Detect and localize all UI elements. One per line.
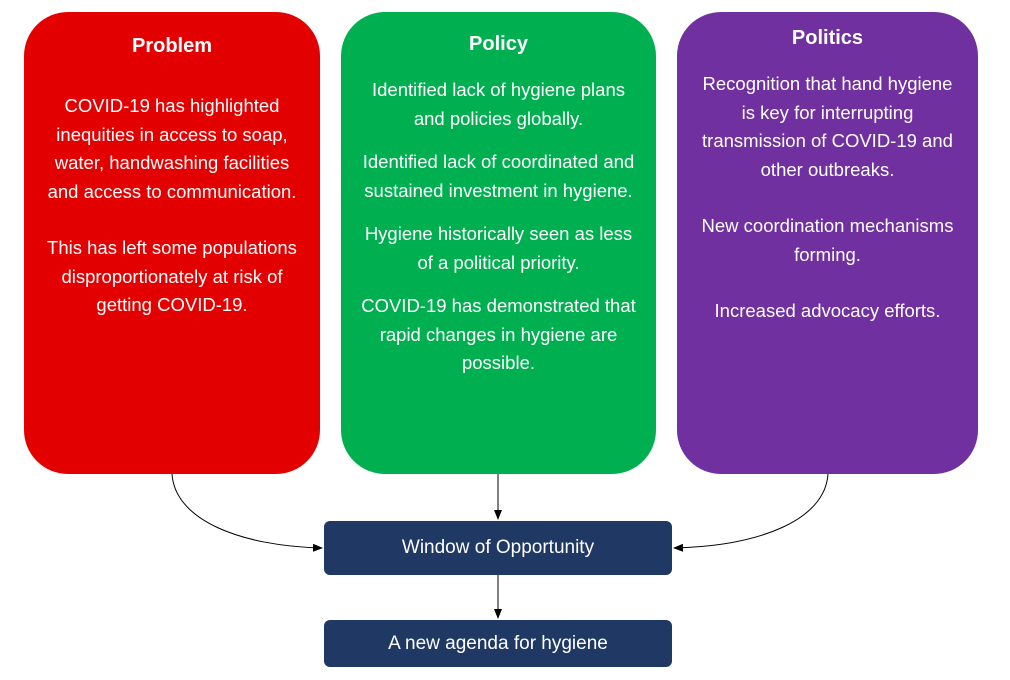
- problem-box: Problem COVID-19 has highlighted inequit…: [24, 12, 320, 474]
- policy-paragraph: COVID-19 has demonstrated that rapid cha…: [361, 295, 636, 373]
- problem-paragraph: COVID-19 has highlighted inequities in a…: [47, 95, 297, 202]
- window-of-opportunity-label: Window of Opportunity: [401, 537, 595, 558]
- politics-to-window-arrow: [673, 473, 829, 552]
- problem-to-window-arrow: [171, 473, 323, 552]
- new-agenda-label: A new agenda for hygiene: [388, 632, 608, 654]
- politics-box: Politics Recognition that hand hygiene i…: [677, 12, 978, 474]
- politics-paragraph: New coordination mechanisms forming.: [701, 215, 954, 265]
- problem-paragraph: This has left some populations dispropor…: [47, 237, 297, 315]
- new-agenda-box: A new agenda for hygiene: [324, 620, 672, 667]
- policy-paragraph: Identified lack of hygiene plans and pol…: [371, 79, 625, 129]
- politics-title: Politics: [791, 27, 864, 49]
- problem-title: Problem: [131, 35, 213, 57]
- policy-box: Policy Identified lack of hygiene plans …: [341, 12, 656, 474]
- policy-paragraph: Identified lack of coordinated and susta…: [362, 151, 635, 201]
- window-of-opportunity-box: Window of Opportunity: [324, 521, 672, 575]
- policy-paragraph: Hygiene historically seen as less of a p…: [364, 223, 633, 273]
- politics-paragraph: Increased advocacy efforts.: [714, 300, 941, 321]
- policy-title: Policy: [469, 33, 528, 55]
- politics-paragraph: Recognition that hand hygiene is key for…: [702, 73, 953, 180]
